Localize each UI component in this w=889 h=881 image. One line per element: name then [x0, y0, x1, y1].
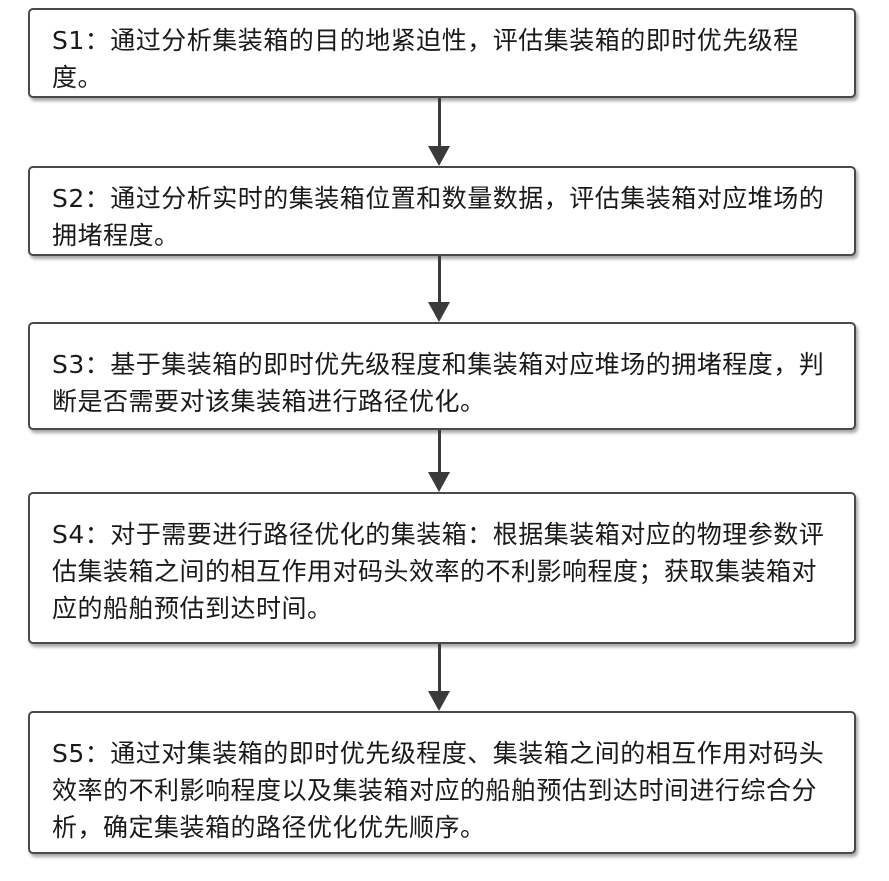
step-text-s5: S5：通过对集装箱的即时优先级程度、集装箱之间的相互作用对码头效率的不利影响程度…: [52, 739, 824, 842]
step-box-s3: S3：基于集装箱的即时优先级程度和集装箱对应堆场的拥堵程度，判断是否需要对该集装…: [28, 322, 856, 430]
step-box-s2: S2：通过分析实时的集装箱位置和数量数据，评估集装箱对应堆场的拥堵程度。: [28, 166, 856, 256]
arrow-s4-s5: [425, 644, 455, 711]
step-box-s4: S4：对于需要进行路径优化的集装箱：根据集装箱对应的物理参数评估集装箱之间的相互…: [28, 492, 856, 644]
arrow-s1-s2: [425, 98, 455, 166]
step-text-s2: S2：通过分析实时的集装箱位置和数量数据，评估集装箱对应堆场的拥堵程度。: [52, 184, 824, 250]
step-text-s4: S4：对于需要进行路径优化的集装箱：根据集装箱对应的物理参数评估集装箱之间的相互…: [52, 520, 824, 623]
arrow-s3-s4: [425, 430, 455, 492]
step-text-s1: S1：通过分析集装箱的目的地紧迫性，评估集装箱的即时优先级程度。: [52, 26, 799, 92]
arrow-down-icon: [428, 691, 450, 711]
arrow-down-icon: [428, 472, 450, 492]
arrow-down-icon: [428, 302, 450, 322]
step-box-s1: S1：通过分析集装箱的目的地紧迫性，评估集装箱的即时优先级程度。: [28, 8, 856, 98]
arrow-down-icon: [428, 146, 450, 166]
arrow-s2-s3: [425, 256, 455, 322]
step-text-s3: S3：基于集装箱的即时优先级程度和集装箱对应堆场的拥堵程度，判断是否需要对该集装…: [52, 350, 824, 416]
step-box-s5: S5：通过对集装箱的即时优先级程度、集装箱之间的相互作用对码头效率的不利影响程度…: [28, 711, 856, 854]
